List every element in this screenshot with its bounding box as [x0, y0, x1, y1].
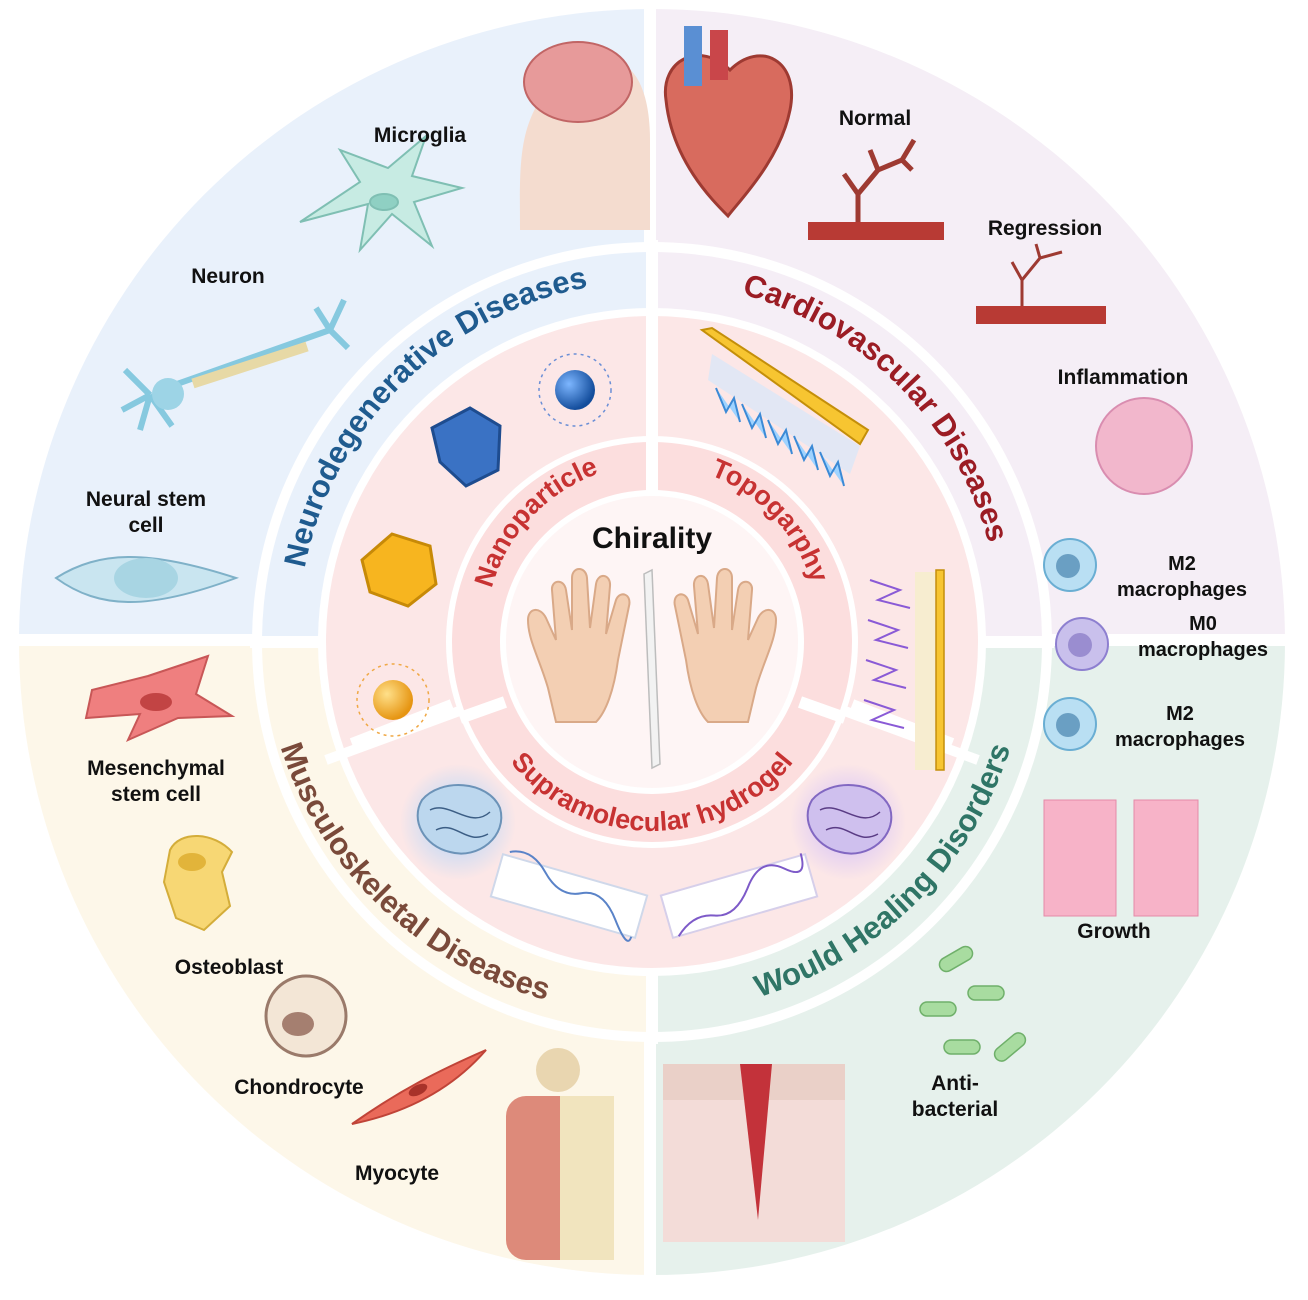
mirror-icon: [643, 568, 661, 770]
osteoblast-icon: [162, 835, 234, 932]
nanoparticle-yellow-polyhedron-icon: [360, 532, 438, 608]
m2-macrophage-bottom-icon: [1043, 697, 1097, 751]
nanoparticle-orange-sphere-icon: [356, 663, 430, 737]
neuron-label: Neuron: [191, 265, 265, 288]
heart-icon: [663, 26, 793, 219]
m0-label-line1: M0: [1189, 613, 1217, 635]
antibacterial-label-line2: bacterial: [912, 1098, 998, 1121]
wound-labels: M2 macrophages M0 macrophages M2 macroph…: [912, 553, 1268, 1121]
cardio-labels: Normal Regression Inflammation: [839, 107, 1189, 389]
neuro-labels: Microglia Neuron Neural stem cell: [86, 124, 467, 537]
neural-stem-label-line2: cell: [128, 514, 163, 537]
myocyte-label: Myocyte: [355, 1162, 439, 1185]
normal-vessel-icon: [808, 138, 944, 240]
hydrogel-blue-fiber-icon: [489, 850, 649, 942]
myocyte-icon: [351, 1049, 487, 1125]
inflammation-label: Inflammation: [1058, 366, 1189, 389]
osteoblast-label: Osteoblast: [175, 956, 284, 979]
chondrocyte-icon: [264, 974, 348, 1058]
growth-label: Growth: [1077, 920, 1151, 943]
m2-bottom-label-line1: M2: [1166, 703, 1194, 725]
m2-top-label-line1: M2: [1168, 553, 1196, 575]
neural-stem-cell-icon: [54, 556, 240, 603]
m2-macrophage-top-icon: [1043, 538, 1097, 592]
growth-tissue-icon: [1043, 799, 1199, 917]
skin-wound-icon: [663, 1064, 845, 1242]
head-brain-icon: [519, 41, 650, 231]
neural-stem-label-line1: Neural stem: [86, 488, 206, 511]
m0-macrophage-icon: [1055, 617, 1109, 671]
microglia-icon: [299, 132, 466, 254]
mesenchymal-stem-cell-icon: [84, 654, 236, 742]
antibacterial-label-line1: Anti-: [931, 1072, 979, 1095]
regression-label: Regression: [988, 217, 1102, 240]
inflammation-tissue-icon: [1095, 397, 1193, 495]
bacteria-icon: [919, 945, 1027, 1062]
msc-label-line2: stem cell: [111, 783, 201, 806]
musculo-labels: Mesenchymal stem cell Osteoblast Chondro…: [87, 757, 439, 1185]
hydrogel-blue-gel-icon: [400, 764, 516, 880]
nanoparticle-blue-polyhedron-icon: [430, 406, 502, 488]
m0-label-line2: macrophages: [1138, 639, 1268, 661]
m2-bottom-label-line2: macrophages: [1115, 729, 1245, 751]
topography-top-surface-icon: [699, 326, 870, 487]
normal-label: Normal: [839, 107, 911, 130]
right-hand-icon: [673, 568, 778, 723]
nanoparticle-blue-sphere-icon: [538, 353, 612, 427]
msc-label-line1: Mesenchymal: [87, 757, 225, 780]
microglia-label: Microglia: [374, 124, 467, 147]
neuron-icon: [120, 298, 351, 431]
regression-vessel-icon: [976, 243, 1106, 324]
hydrogel-purple-fiber-icon: [659, 852, 819, 940]
inner-spokes-outer: [324, 318, 980, 765]
chondrocyte-label: Chondrocyte: [234, 1076, 364, 1099]
topography-side-surface-icon: [863, 569, 945, 771]
m2-top-label-line2: macrophages: [1117, 579, 1247, 601]
body-muscle-skeleton-icon: [506, 1048, 614, 1260]
left-hand-icon: [526, 568, 631, 723]
center-title: Chirality: [592, 522, 712, 555]
hydrogel-purple-gel-icon: [790, 764, 906, 880]
